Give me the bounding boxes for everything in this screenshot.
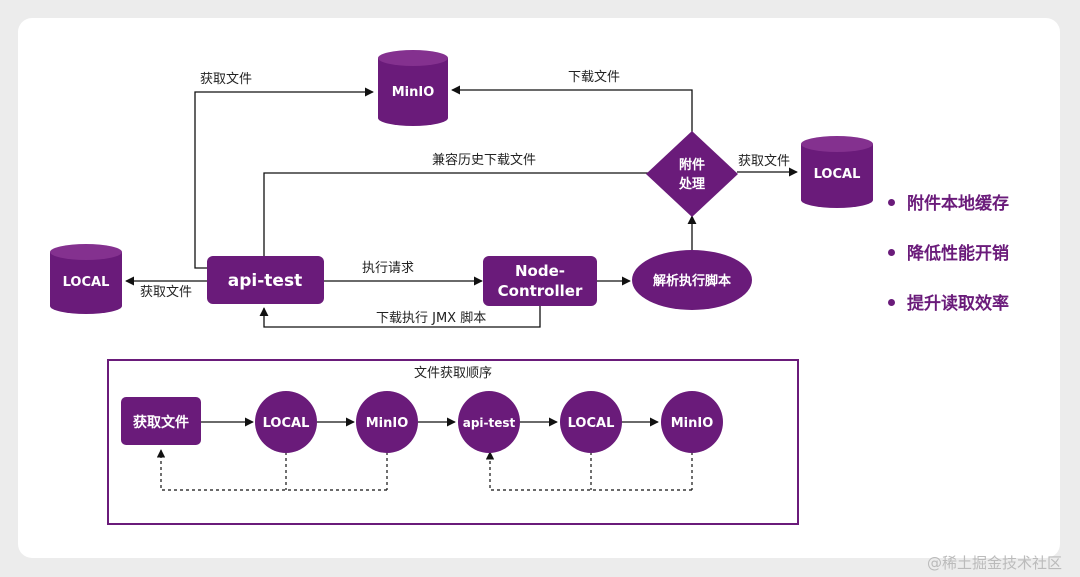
edge-compat-history bbox=[263, 172, 648, 256]
benefit-item: 降低性能开销 bbox=[888, 238, 1009, 288]
label-download-file-top: 下载文件 bbox=[568, 70, 620, 85]
edge-download-jmx bbox=[259, 306, 541, 328]
order-step-3-label: api-test bbox=[463, 416, 516, 430]
order-step-3 bbox=[458, 391, 520, 453]
node-controller-node: Node- Controller bbox=[483, 256, 597, 306]
parse-script-label: 解析执行脚本 bbox=[652, 273, 731, 289]
local-right-cylinder: LOCAL bbox=[801, 136, 873, 208]
benefits-list: 附件本地缓存 降低性能开销 提升读取效率 bbox=[888, 188, 1009, 338]
local-right-label: LOCAL bbox=[814, 167, 861, 182]
attachment-label-2: 处理 bbox=[678, 176, 705, 192]
local-left-label: LOCAL bbox=[63, 275, 110, 290]
api-test-node: api-test bbox=[207, 256, 324, 304]
order-step-1-label: LOCAL bbox=[263, 416, 310, 431]
order-step-4 bbox=[560, 391, 622, 453]
order-start-node bbox=[121, 397, 201, 445]
parse-script-node: 解析执行脚本 bbox=[632, 250, 752, 310]
node-controller-label-2: Controller bbox=[498, 282, 583, 300]
benefit-item: 提升读取效率 bbox=[888, 288, 1009, 338]
order-step-1 bbox=[255, 391, 317, 453]
api-test-label: api-test bbox=[228, 271, 302, 291]
benefit-text: 附件本地缓存 bbox=[907, 194, 1009, 214]
return-base-right bbox=[485, 451, 692, 491]
attachment-node: 附件 处理 bbox=[646, 131, 738, 217]
benefit-text: 降低性能开销 bbox=[907, 244, 1009, 264]
label-compat-history: 兼容历史下载文件 bbox=[432, 152, 536, 168]
label-fetch-file-left: 获取文件 bbox=[140, 285, 192, 300]
label-fetch-file-right: 获取文件 bbox=[738, 154, 790, 169]
minio-top-cylinder: MinIO bbox=[378, 50, 448, 126]
benefit-text: 提升读取效率 bbox=[907, 294, 1009, 314]
return-base-left bbox=[156, 449, 387, 491]
watermark: @稀土掘金技术社区 bbox=[926, 554, 1062, 572]
edge-attachment-to-minio bbox=[451, 85, 693, 132]
benefit-item: 附件本地缓存 bbox=[888, 188, 1009, 238]
bullet-dot-icon bbox=[888, 198, 895, 206]
label-execute-request: 执行请求 bbox=[362, 261, 414, 276]
connectors bbox=[125, 85, 798, 328]
bullet-dot-icon bbox=[888, 298, 895, 306]
order-step-5-label: MinIO bbox=[671, 416, 714, 431]
node-controller-label-1: Node- bbox=[515, 262, 565, 280]
label-fetch-file-top: 获取文件 bbox=[200, 72, 252, 87]
order-step-2-label: MinIO bbox=[366, 416, 409, 431]
order-step-4-label: LOCAL bbox=[568, 416, 615, 431]
order-step-5 bbox=[661, 391, 723, 453]
minio-top-label: MinIO bbox=[392, 85, 435, 100]
bullet-dot-icon bbox=[888, 248, 895, 256]
order-step-2 bbox=[356, 391, 418, 453]
edge-api-to-minio bbox=[194, 87, 374, 269]
order-start-label: 获取文件 bbox=[133, 414, 189, 431]
label-download-jmx: 下载执行 JMX 脚本 bbox=[376, 310, 486, 326]
fetch-order-title: 文件获取顺序 bbox=[414, 366, 492, 381]
attachment-label-1: 附件 bbox=[679, 157, 705, 173]
fetch-order-box: 文件获取顺序 获取文件 LOCAL MinIO api-test bbox=[107, 359, 799, 525]
local-left-cylinder: LOCAL bbox=[50, 244, 122, 314]
